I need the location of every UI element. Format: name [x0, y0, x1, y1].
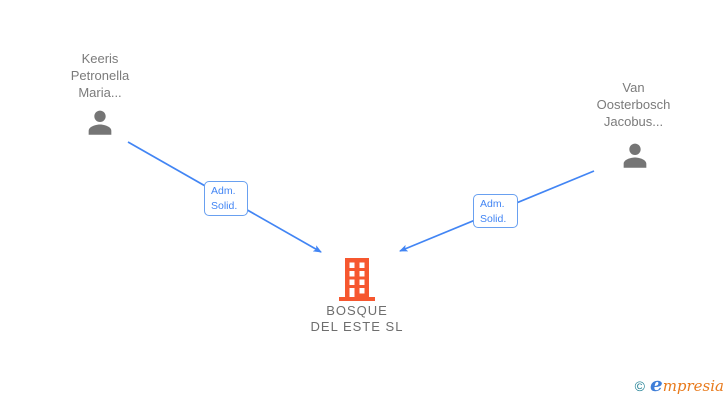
- edge-label-adm-solid-right[interactable]: Adm. Solid.: [473, 194, 518, 228]
- brand-letter-e: e: [649, 372, 663, 396]
- brand-wordmark: empresia: [650, 372, 724, 396]
- empresia-logo[interactable]: © empresia: [635, 372, 724, 396]
- person-icon[interactable]: [618, 138, 652, 172]
- copyright-icon: ©: [634, 378, 645, 394]
- company-node-label[interactable]: BOSQUE DEL ESTE SL: [310, 303, 404, 334]
- edge-label-adm-solid-left[interactable]: Adm. Solid.: [204, 181, 248, 216]
- person-node-label-right[interactable]: Van Oosterbosch Jacobus...: [596, 80, 671, 129]
- building-icon[interactable]: [337, 258, 377, 301]
- brand-rest-text: mpresia: [662, 377, 724, 395]
- person-icon[interactable]: [83, 105, 117, 139]
- person-node-label-left[interactable]: Keeris Petronella Maria...: [70, 51, 130, 100]
